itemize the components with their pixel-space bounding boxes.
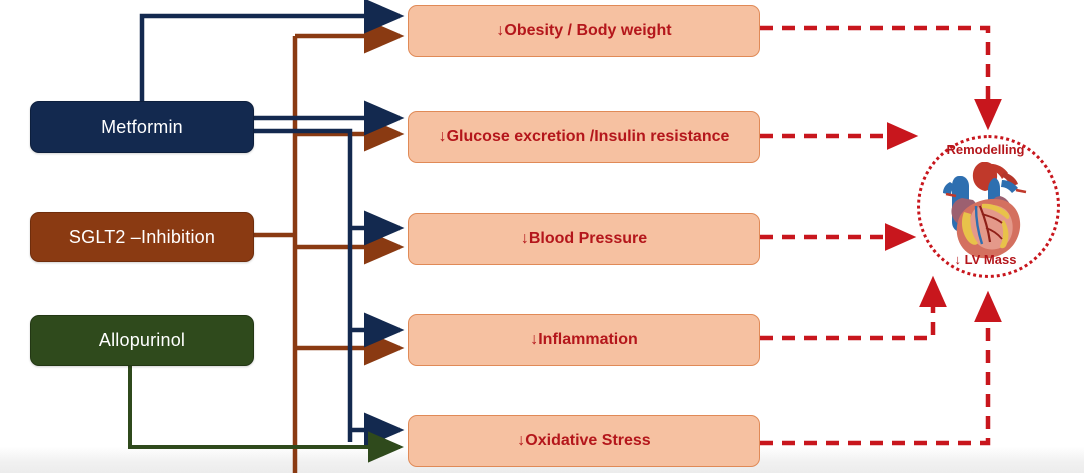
source-box-metformin[interactable]: Metformin bbox=[30, 101, 254, 153]
down-arrow-icon: ↓ bbox=[517, 432, 526, 449]
edge-oxidative-to-remodelling bbox=[760, 290, 1002, 446]
remodelling-circle bbox=[917, 135, 1060, 278]
outcome-label-glucose: Glucose excretion /Insulin resistance bbox=[446, 128, 730, 145]
down-arrow-icon: ↓ bbox=[520, 230, 529, 247]
down-arrow-icon: ↓ bbox=[954, 252, 962, 267]
outcome-box-glucose[interactable]: ↓ Glucose excretion /Insulin resistance bbox=[408, 111, 760, 163]
outcome-box-bloodpressure[interactable]: ↓ Blood Pressure bbox=[408, 213, 760, 265]
lv-mass-text: LV Mass bbox=[961, 252, 1017, 267]
edge-obesity-to-remodelling bbox=[760, 25, 1002, 131]
edge-inflammation-to-remodelling bbox=[760, 275, 947, 341]
heart-illustration-icon bbox=[943, 162, 1027, 259]
source-box-allopurinol[interactable]: Allopurinol bbox=[30, 315, 254, 366]
source-label-allopurinol: Allopurinol bbox=[98, 330, 186, 350]
source-label-sglt2: SGLT2 –Inhibition bbox=[68, 226, 216, 247]
lv-mass-label: ↓ LV Mass bbox=[917, 252, 1054, 267]
edge-sglt2-trunk bbox=[252, 36, 298, 473]
outcome-box-inflammation[interactable]: ↓ Inflammation bbox=[408, 314, 760, 366]
outcome-label-bloodpressure: Blood Pressure bbox=[528, 230, 648, 247]
outcome-box-oxidative[interactable]: ↓ Oxidative Stress bbox=[408, 415, 760, 467]
outcome-label-oxidative: Oxidative Stress bbox=[525, 432, 651, 449]
down-arrow-icon: ↓ bbox=[530, 331, 539, 348]
outcome-label-inflammation: Inflammation bbox=[538, 331, 638, 348]
down-arrow-icon: ↓ bbox=[496, 22, 505, 39]
down-arrow-icon: ↓ bbox=[438, 128, 447, 145]
remodelling-label: Remodelling bbox=[946, 142, 1025, 157]
source-label-metformin: Metformin bbox=[101, 116, 183, 137]
edge-allopurinol-to-oxidative bbox=[128, 364, 404, 463]
source-box-sglt2[interactable]: SGLT2 –Inhibition bbox=[30, 212, 254, 262]
outcome-label-obesity: Obesity / Body weight bbox=[504, 22, 672, 39]
edge-metformin-to-obesity bbox=[139, 0, 405, 103]
outcome-box-obesity[interactable]: ↓ Obesity / Body weight bbox=[408, 5, 760, 57]
edge-metformin-trunk bbox=[252, 128, 353, 442]
